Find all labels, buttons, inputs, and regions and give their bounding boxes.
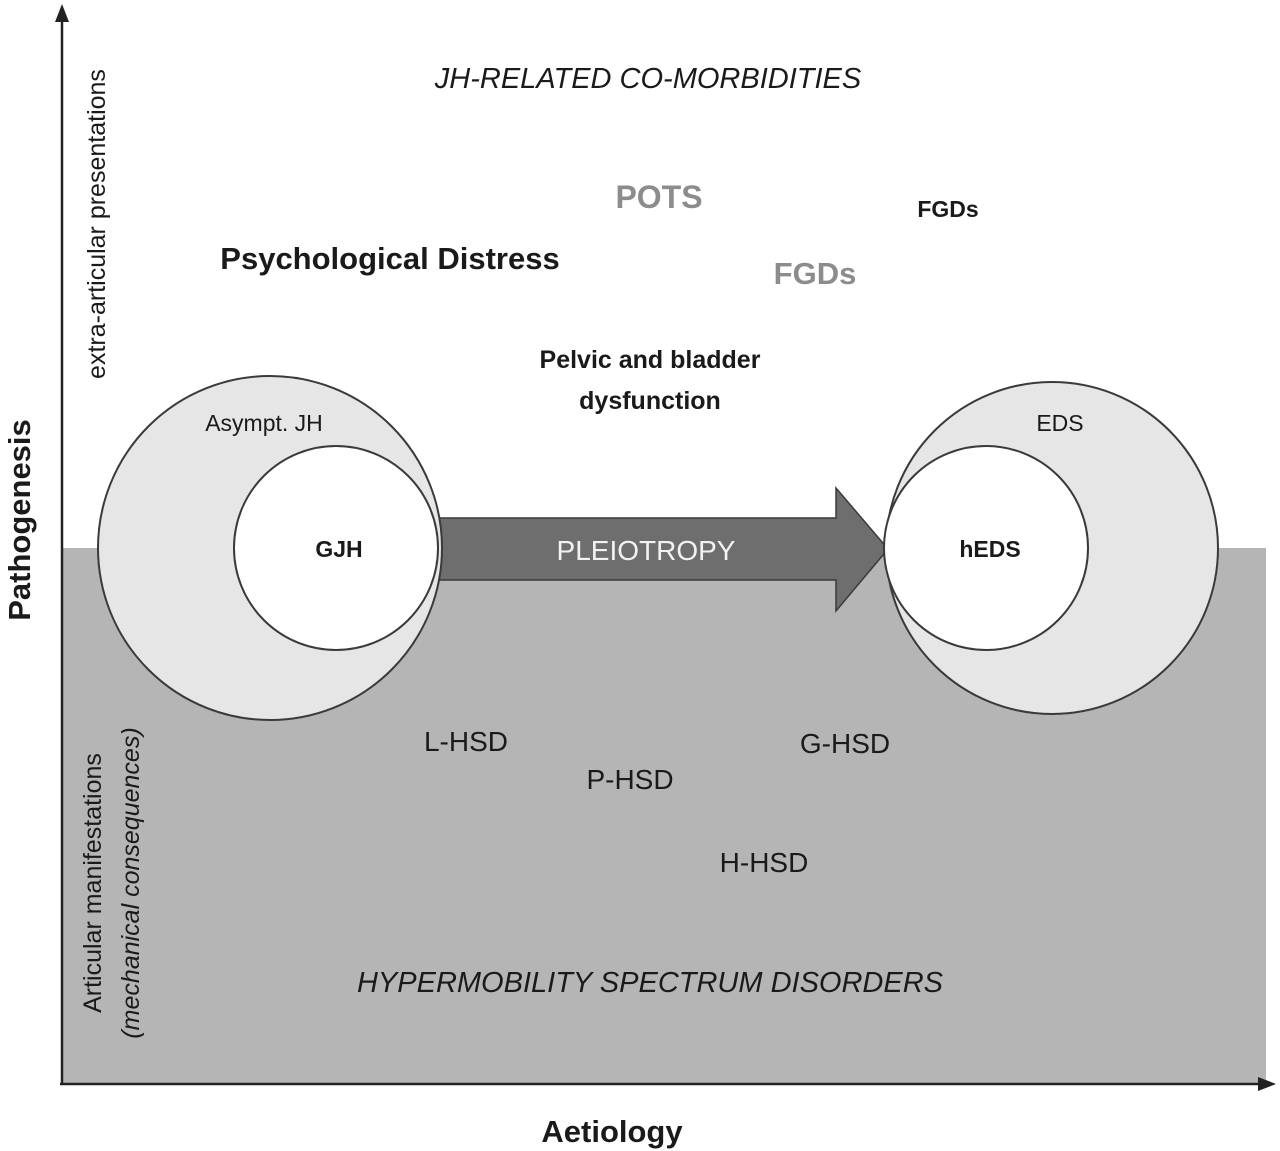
h-hsd-label: H-HSD: [720, 847, 809, 878]
asympt-jh-label: Asympt. JH: [205, 410, 323, 436]
gjh-circle: [233, 445, 439, 651]
extra-articular-label: extra-articular presentations: [83, 69, 111, 379]
x-axis-arrowhead: [1258, 1077, 1276, 1091]
y-axis-arrowhead: [55, 4, 69, 22]
articular-manifestations-label: Articular manifestations: [79, 753, 107, 1013]
heds-circle: [883, 445, 1089, 651]
pelvic-label-line1: Pelvic and bladder: [540, 346, 761, 374]
pleiotropy-arrow: [431, 485, 889, 614]
y-axis-label: Pathogenesis: [2, 419, 37, 621]
l-hsd-label: L-HSD: [424, 726, 508, 757]
p-hsd-label: P-HSD: [586, 764, 673, 795]
fgds-black-label: FGDs: [917, 196, 978, 222]
hsd-title: HYPERMOBILITY SPECTRUM DISORDERS: [357, 967, 944, 999]
heds-label: hEDS: [959, 536, 1020, 562]
pots-label: POTS: [615, 179, 702, 215]
eds-label: EDS: [1036, 410, 1083, 436]
gjh-label: GJH: [315, 536, 362, 562]
psychological-distress-label: Psychological Distress: [220, 241, 559, 276]
pelvic-label-line2: dysfunction: [579, 387, 721, 415]
x-axis-label: Aetiology: [541, 1114, 683, 1149]
g-hsd-label: G-HSD: [800, 728, 890, 759]
pleiotropy-label: PLEIOTROPY: [557, 535, 736, 566]
comorbidities-title: JH-RELATED CO-MORBIDITIES: [434, 63, 862, 95]
mechanical-consequences-label: (mechanical consequences): [117, 727, 145, 1038]
fgds-gray-label: FGDs: [774, 256, 857, 291]
